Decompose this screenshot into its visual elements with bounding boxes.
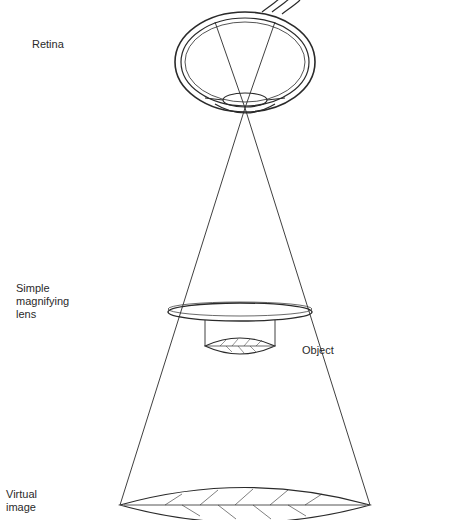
magnifying-lens [168, 303, 312, 321]
retina-layer [185, 22, 305, 102]
leaf-vein [220, 339, 262, 353]
light-ray [215, 22, 245, 108]
structure-label: Retina [32, 38, 112, 51]
magnifying-lens [168, 302, 312, 316]
eye-lens [223, 93, 267, 107]
light-ray [275, 320, 276, 346]
leaf-vein [207, 346, 273, 347]
part-label: Simple magnifying lens [16, 282, 86, 321]
object-leaf [205, 338, 275, 354]
leaf-vein [124, 505, 366, 506]
optic-nerve [262, 0, 280, 12]
part-label: Virtual image [6, 488, 66, 514]
light-ray [205, 320, 206, 346]
retina-layer [181, 18, 309, 106]
leaf-vein [165, 489, 322, 519]
iris [205, 98, 285, 100]
virtual-image-leaf [120, 488, 370, 520]
part-label: Object [302, 344, 382, 357]
optic-nerve [282, 0, 300, 14]
light-ray [245, 22, 275, 108]
eyeball-outline [175, 12, 315, 112]
